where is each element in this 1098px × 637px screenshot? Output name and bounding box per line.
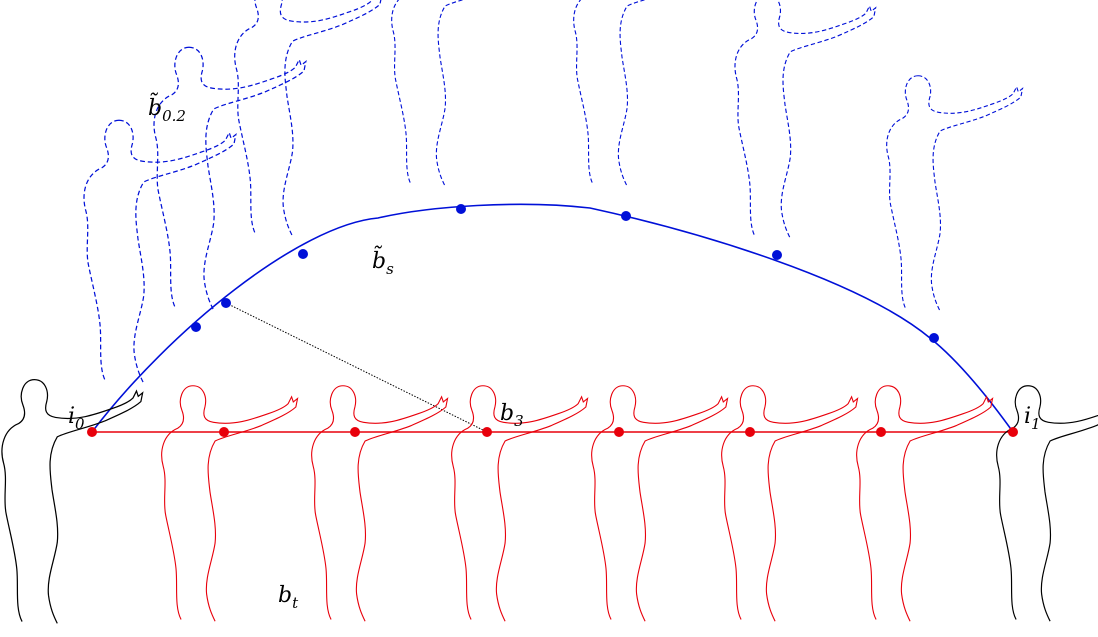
label-b02: b̃0.2 [148,91,186,125]
straight-point [350,427,360,437]
endpoint-shape-i1 [996,385,1098,622]
geodesic-point [298,249,308,259]
label-bt: bt [278,583,299,612]
geodesic-shapes [83,0,1024,385]
geodesic-shape-1 [83,119,237,385]
geodesic-shape-2 [153,46,307,312]
connector-line [225,302,488,433]
geodesic-point [929,333,939,343]
straight-shape-5 [721,385,859,622]
straight-shape-4 [591,385,729,622]
geodesic-shape-7 [886,75,1024,312]
straight-shape-2 [311,385,449,622]
straight-points [87,427,1018,437]
geodesic-points [191,204,939,343]
geodesic-shape-3 [234,0,383,237]
label-i0: i0 [68,404,85,433]
geodesic-shape-4 [391,0,529,187]
geodesic-path [91,203,1014,433]
straight-point [745,427,755,437]
straight-point [614,427,624,437]
geodesic-shape-6 [734,0,877,239]
label-i1: i1 [1024,404,1041,433]
geodesic-point [772,250,782,260]
label-bs: b̃s [372,244,394,278]
straight-point [87,427,97,437]
label-b3: b3 [500,401,524,430]
straight-point [876,427,886,437]
straight-point [1008,427,1018,437]
straight-shape-6 [856,385,994,622]
geodesic-shape-5 [573,0,711,187]
geodesic-point [456,204,466,214]
geodesic-point [621,211,631,221]
geodesic-point [191,322,201,332]
straight-point [482,427,492,437]
straight-point [219,427,229,437]
geodesic-point [221,298,231,308]
